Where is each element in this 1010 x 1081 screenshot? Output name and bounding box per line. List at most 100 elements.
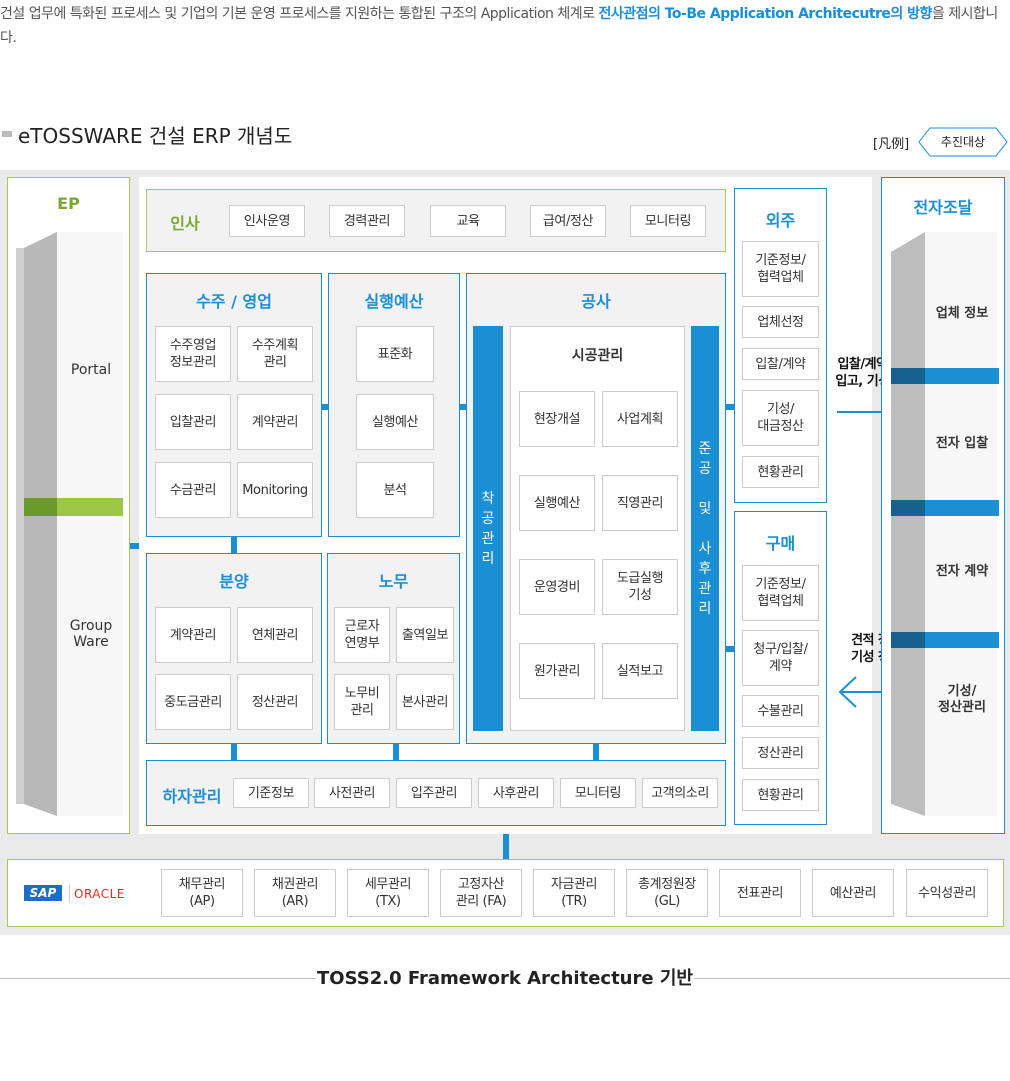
insa-heading: 인사 [170, 214, 200, 233]
jeonja-item: 전자 계약 [935, 564, 989, 579]
sigong-item: 실행예산 [519, 475, 595, 531]
intro-text-part1: 건설 업무에 특화된 프로세스 및 기업의 기본 운영 프로세스를 지원하는 통… [0, 6, 599, 22]
haja-heading: 하자관리 [162, 787, 222, 806]
sigong-item: 운영경비 [519, 559, 595, 615]
oeju-item: 입찰/계약 [742, 348, 819, 380]
intro-text-part2: 을 제시합니다. [0, 6, 998, 46]
silhaeng-item: 표준화 [356, 326, 434, 382]
bunyang-panel: 분양 계약관리 연체관리 중도금관리 정산관리 [146, 553, 322, 744]
nomu-item: 노무비 관리 [334, 674, 390, 730]
footer-line-left [0, 978, 316, 979]
nomu-haja-connector [393, 744, 399, 760]
oeju-item: 기성/ 대금정산 [742, 390, 819, 446]
silhaeng-heading: 실행예산 [364, 292, 424, 311]
suju-bunyang-connector [231, 537, 237, 553]
gongsa-gumae-connector [726, 646, 734, 652]
suju-item: Monitoring [237, 462, 313, 518]
haja-item: 입주관리 [396, 778, 472, 808]
insa-panel: 인사 인사운영 경력관리 교육 급여/정산 모니터링 [146, 189, 726, 252]
bunyang-haja-connector [231, 744, 237, 760]
gongsa-completion-bar: 준 공 및 사 후 관 리 [691, 326, 719, 731]
erp-item: 전표관리 [719, 869, 801, 917]
intro-text: 건설 업무에 특화된 프로세스 및 기업의 기본 운영 프로세스를 지원하는 통… [0, 2, 1010, 50]
suju-item: 계약관리 [237, 394, 313, 450]
bunyang-heading: 분양 [219, 572, 249, 591]
haja-item: 사후관리 [478, 778, 554, 808]
erp-item: 채권관리 (AR) [254, 869, 336, 917]
title-bullet [2, 131, 12, 137]
gumae-item: 현황관리 [742, 779, 819, 811]
jeonja-pillar-icon [891, 232, 999, 816]
suju-item: 수주계획 관리 [237, 326, 313, 382]
oeju-item: 기준정보/ 협력업체 [742, 241, 819, 297]
oeju-panel: 외주 기준정보/ 협력업체 업체선정 입찰/계약 기성/ 대금정산 현황관리 [734, 188, 827, 503]
erp-item: 총계정원장 (GL) [626, 869, 708, 917]
bunyang-item: 정산관리 [237, 674, 313, 730]
gumae-item: 수불관리 [742, 695, 819, 727]
erp-item: 채무관리 (AP) [161, 869, 243, 917]
silhaeng-item: 실행예산 [356, 394, 434, 450]
jeonja-item: 전자 입찰 [935, 436, 989, 451]
jeonja-item: 업체 정보 [935, 306, 989, 321]
suju-heading: 수주 / 영업 [196, 292, 272, 311]
gumae-item: 기준정보/ 협력업체 [742, 565, 819, 621]
erp-item: 수익성관리 [906, 869, 988, 917]
intro-highlight: 전사관점의 To-Be Application Architecutre의 방향 [598, 6, 932, 22]
erp-base-panel: SAP ORACLE 채무관리 (AP) 채권관리 (AR) 세무관리 (TX)… [7, 859, 1004, 927]
nomu-heading: 노무 [378, 572, 409, 591]
nomu-item: 본사관리 [396, 674, 454, 730]
ep-groupware-label: Group Ware [69, 618, 113, 650]
oeju-item: 업체선정 [742, 306, 819, 338]
nomu-panel: 노무 근로자 연명부 출역일보 노무비 관리 본사관리 [327, 553, 460, 744]
gongsa-heading: 공사 [581, 292, 611, 311]
bunyang-item: 계약관리 [155, 607, 231, 663]
ep-pillar-icon [16, 232, 123, 816]
gongsa-oeju-connector [726, 404, 734, 410]
sigong-heading: 시공관리 [571, 348, 624, 364]
insa-item: 인사운영 [229, 205, 305, 237]
sigong-item: 도급실행 기성 [602, 559, 678, 615]
erp-item: 고정자산 관리 (FA) [440, 869, 522, 917]
haja-item: 기준정보 [233, 778, 309, 808]
footer-caption: TOSS2.0 Framework Architecture 기반 [317, 968, 693, 989]
haja-item: 모니터링 [560, 778, 636, 808]
suju-panel: 수주 / 영업 수주영업 정보관리 수주계획 관리 입찰관리 계약관리 수금관리… [146, 273, 322, 537]
erp-item: 예산관리 [812, 869, 894, 917]
gongsa-haja-connector [593, 744, 599, 760]
bunyang-item: 연체관리 [237, 607, 313, 663]
sap-logo: SAP [24, 885, 62, 901]
insa-item: 교육 [430, 205, 506, 237]
gumae-heading: 구매 [765, 534, 796, 553]
jeonja-heading: 전자조달 [913, 198, 973, 217]
nomu-item: 근로자 연명부 [334, 607, 390, 663]
oeju-item: 현황관리 [742, 456, 819, 488]
oracle-logo: ORACLE [74, 887, 125, 901]
sigong-item: 직영관리 [602, 475, 678, 531]
suju-silhaeng-connector [322, 404, 328, 410]
gumae-item: 정산관리 [742, 737, 819, 769]
erp-item: 자금관리 (TR) [533, 869, 615, 917]
erp-item: 세무관리 (TX) [347, 869, 429, 917]
insa-item: 급여/정산 [530, 205, 606, 237]
sigong-item: 사업계획 [602, 391, 678, 447]
legend-tag: 추진대상 [918, 127, 1008, 157]
legend-tag-text: 추진대상 [940, 135, 986, 149]
silhaeng-item: 분석 [356, 462, 434, 518]
ep-portal-label: Portal [70, 362, 112, 378]
ep-connector [130, 543, 139, 549]
silhaeng-panel: 실행예산 표준화 실행예산 분석 [328, 273, 460, 537]
ep-heading: EP [57, 194, 80, 213]
gumae-item: 청구/입찰/ 계약 [742, 630, 819, 686]
logo-divider [69, 885, 70, 903]
legend-label: [凡例] [873, 137, 910, 152]
gongsa-panel: 공사 착 공 관 리 준 공 및 사 후 관 리 시공관리 현장개설 사업계획 … [466, 273, 726, 744]
nomu-item: 출역일보 [396, 607, 454, 663]
legend-tag-shape-icon [918, 127, 1008, 157]
suju-item: 수금관리 [155, 462, 231, 518]
haja-item: 고객의소리 [642, 778, 718, 808]
footer-line-right [694, 978, 1010, 979]
sigong-panel: 시공관리 현장개설 사업계획 실행예산 직영관리 운영경비 도급실행 기성 원가… [510, 326, 685, 731]
suju-item: 수주영업 정보관리 [155, 326, 231, 382]
gongsa-start-bar: 착 공 관 리 [473, 326, 503, 731]
haja-item: 사전관리 [314, 778, 390, 808]
